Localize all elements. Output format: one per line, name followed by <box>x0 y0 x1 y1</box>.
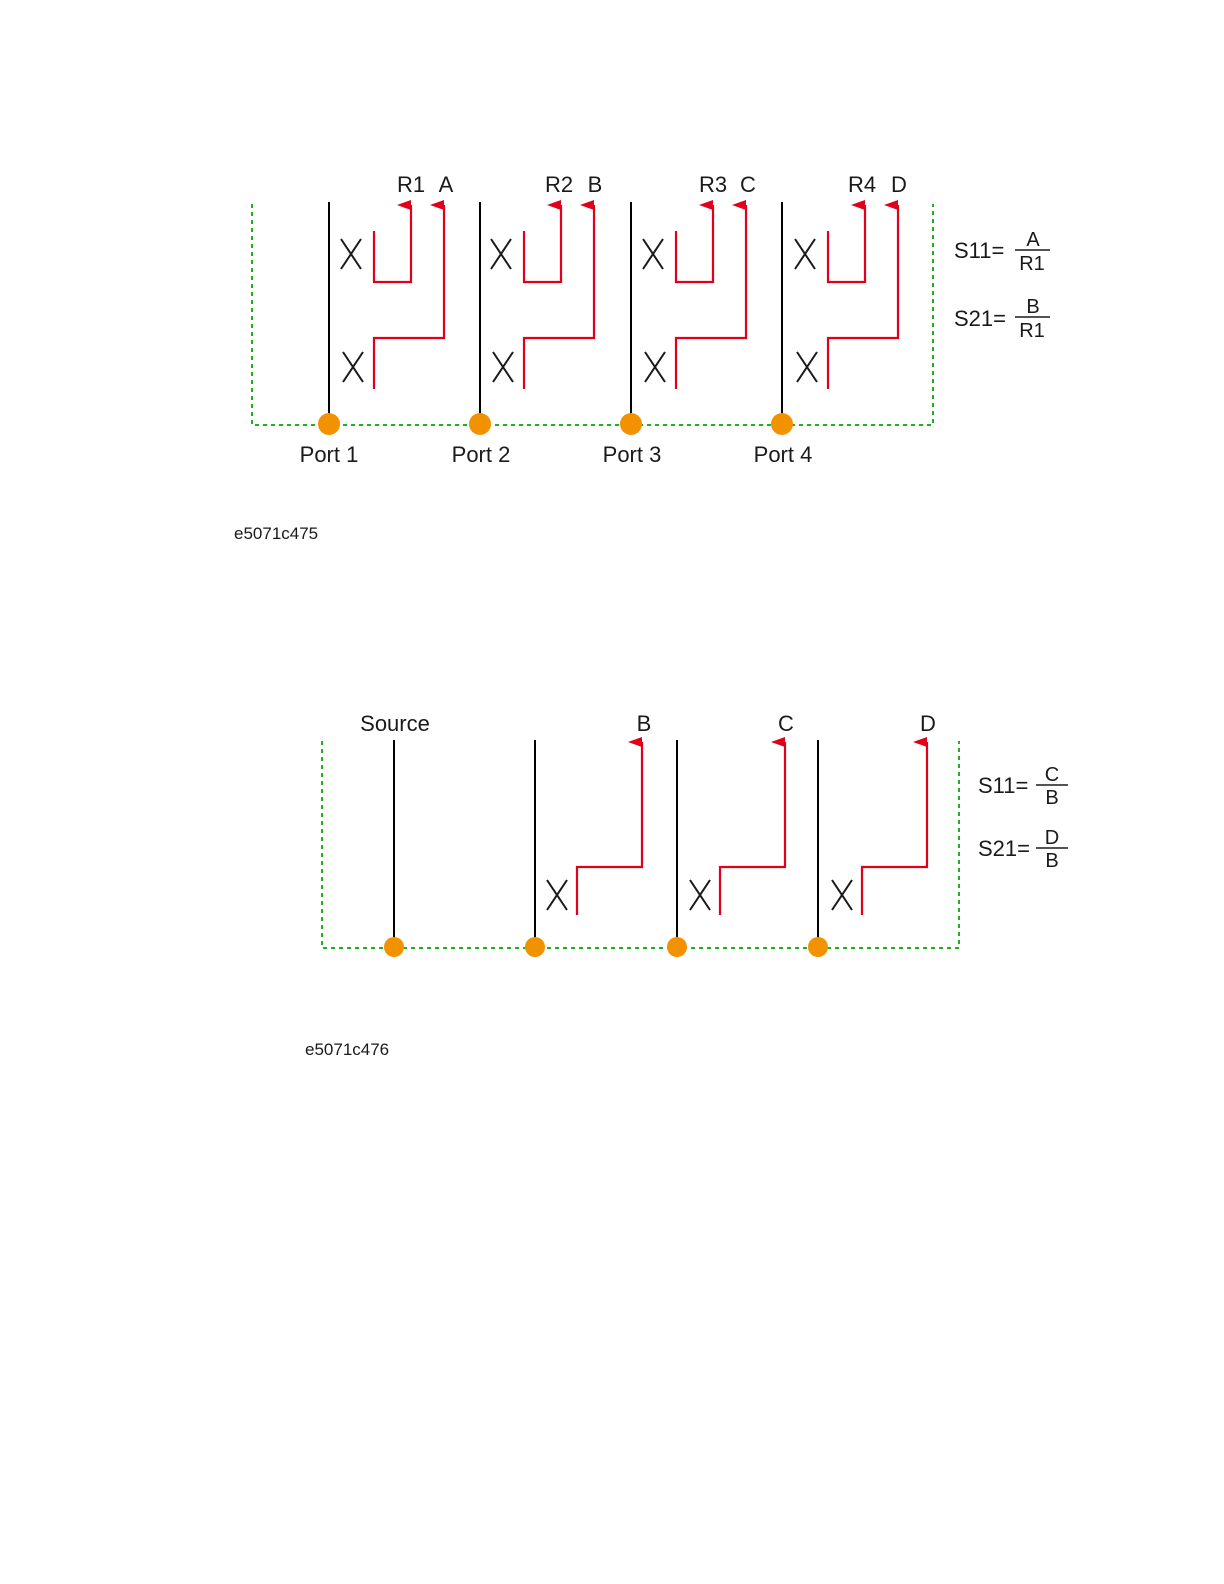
port-4-channel: Port 4 R4 D <box>754 172 907 467</box>
equation-numerator: C <box>1045 764 1059 786</box>
equation-denominator: B <box>1045 787 1058 809</box>
receiver-b-channel: B <box>525 711 651 957</box>
reference-coupler-mark <box>795 239 815 269</box>
equation-numerator: B <box>1026 296 1039 318</box>
receiver-d-label: D <box>920 711 936 736</box>
receiver-r1-label: R1 <box>397 172 425 197</box>
s11-equation: S11= A R1 <box>954 229 1050 275</box>
equation-lhs: S21= <box>978 836 1030 861</box>
reference-coupler-mark <box>643 239 663 269</box>
port-connector <box>525 937 545 957</box>
receiver-b-label: B <box>588 172 603 197</box>
receiver-c-label: C <box>778 711 794 736</box>
port-1-label: Port 1 <box>300 442 359 467</box>
reference-coupler-mark <box>341 239 361 269</box>
receiver-path <box>720 742 785 915</box>
port-2-connector <box>469 413 491 435</box>
equation-lhs: S21= <box>954 306 1006 331</box>
test-coupler-mark <box>797 352 817 382</box>
port-1-connector <box>318 413 340 435</box>
source-port-connector <box>384 937 404 957</box>
port-3-channel: Port 3 R3 C <box>603 172 756 467</box>
test-set-boundary <box>322 741 959 948</box>
diagram-2: Source B C D S11= C <box>305 711 1068 1059</box>
receiver-b-label: B <box>637 711 652 736</box>
test-coupler-mark <box>493 352 513 382</box>
coupler-mark <box>690 880 710 910</box>
equation-numerator: D <box>1045 827 1059 849</box>
receiver-a-label: A <box>439 172 454 197</box>
receiver-c-channel: C <box>667 711 794 957</box>
port-1-channel: Port 1 R1 A <box>300 172 454 467</box>
equation-lhs: S11= <box>978 773 1028 798</box>
equation-lhs: S11= <box>954 238 1004 263</box>
s11-equation: S11= C B <box>978 764 1068 809</box>
s21-equation: S21= B R1 <box>954 296 1050 342</box>
receiver-d-label: D <box>891 172 907 197</box>
s21-equation: S21= D B <box>978 827 1068 872</box>
test-receiver-path <box>828 205 898 389</box>
equation-denominator: B <box>1045 850 1058 872</box>
receiver-path <box>862 742 927 915</box>
port-2-channel: Port 2 R2 B <box>452 172 603 467</box>
port-connector <box>808 937 828 957</box>
test-coupler-mark <box>343 352 363 382</box>
receiver-r3-label: R3 <box>699 172 727 197</box>
port-4-label: Port 4 <box>754 442 813 467</box>
receiver-r2-label: R2 <box>545 172 573 197</box>
equation-denominator: R1 <box>1019 320 1045 342</box>
port-connector <box>667 937 687 957</box>
reference-receiver-path <box>524 205 561 282</box>
port-2-label: Port 2 <box>452 442 511 467</box>
port-3-label: Port 3 <box>603 442 662 467</box>
reference-receiver-path <box>374 205 411 282</box>
reference-receiver-path <box>676 205 713 282</box>
receiver-c-label: C <box>740 172 756 197</box>
test-receiver-path <box>524 205 594 389</box>
equation-numerator: A <box>1026 229 1040 251</box>
test-receiver-path <box>374 205 444 389</box>
diagram-1: Port 1 R1 A Port 2 R2 B Port 3 R3 C <box>234 172 1050 543</box>
figure-caption: e5071c475 <box>234 524 318 543</box>
coupler-mark <box>547 880 567 910</box>
test-receiver-path <box>676 205 746 389</box>
reference-coupler-mark <box>491 239 511 269</box>
receiver-d-channel: D <box>808 711 936 957</box>
test-coupler-mark <box>645 352 665 382</box>
receiver-r4-label: R4 <box>848 172 876 197</box>
port-3-connector <box>620 413 642 435</box>
figure-caption: e5071c476 <box>305 1040 389 1059</box>
coupler-mark <box>832 880 852 910</box>
equation-denominator: R1 <box>1019 253 1045 275</box>
receiver-path <box>577 742 642 915</box>
source-label: Source <box>360 711 430 736</box>
test-set-boundary <box>252 204 933 425</box>
port-4-connector <box>771 413 793 435</box>
reference-receiver-path <box>828 205 865 282</box>
